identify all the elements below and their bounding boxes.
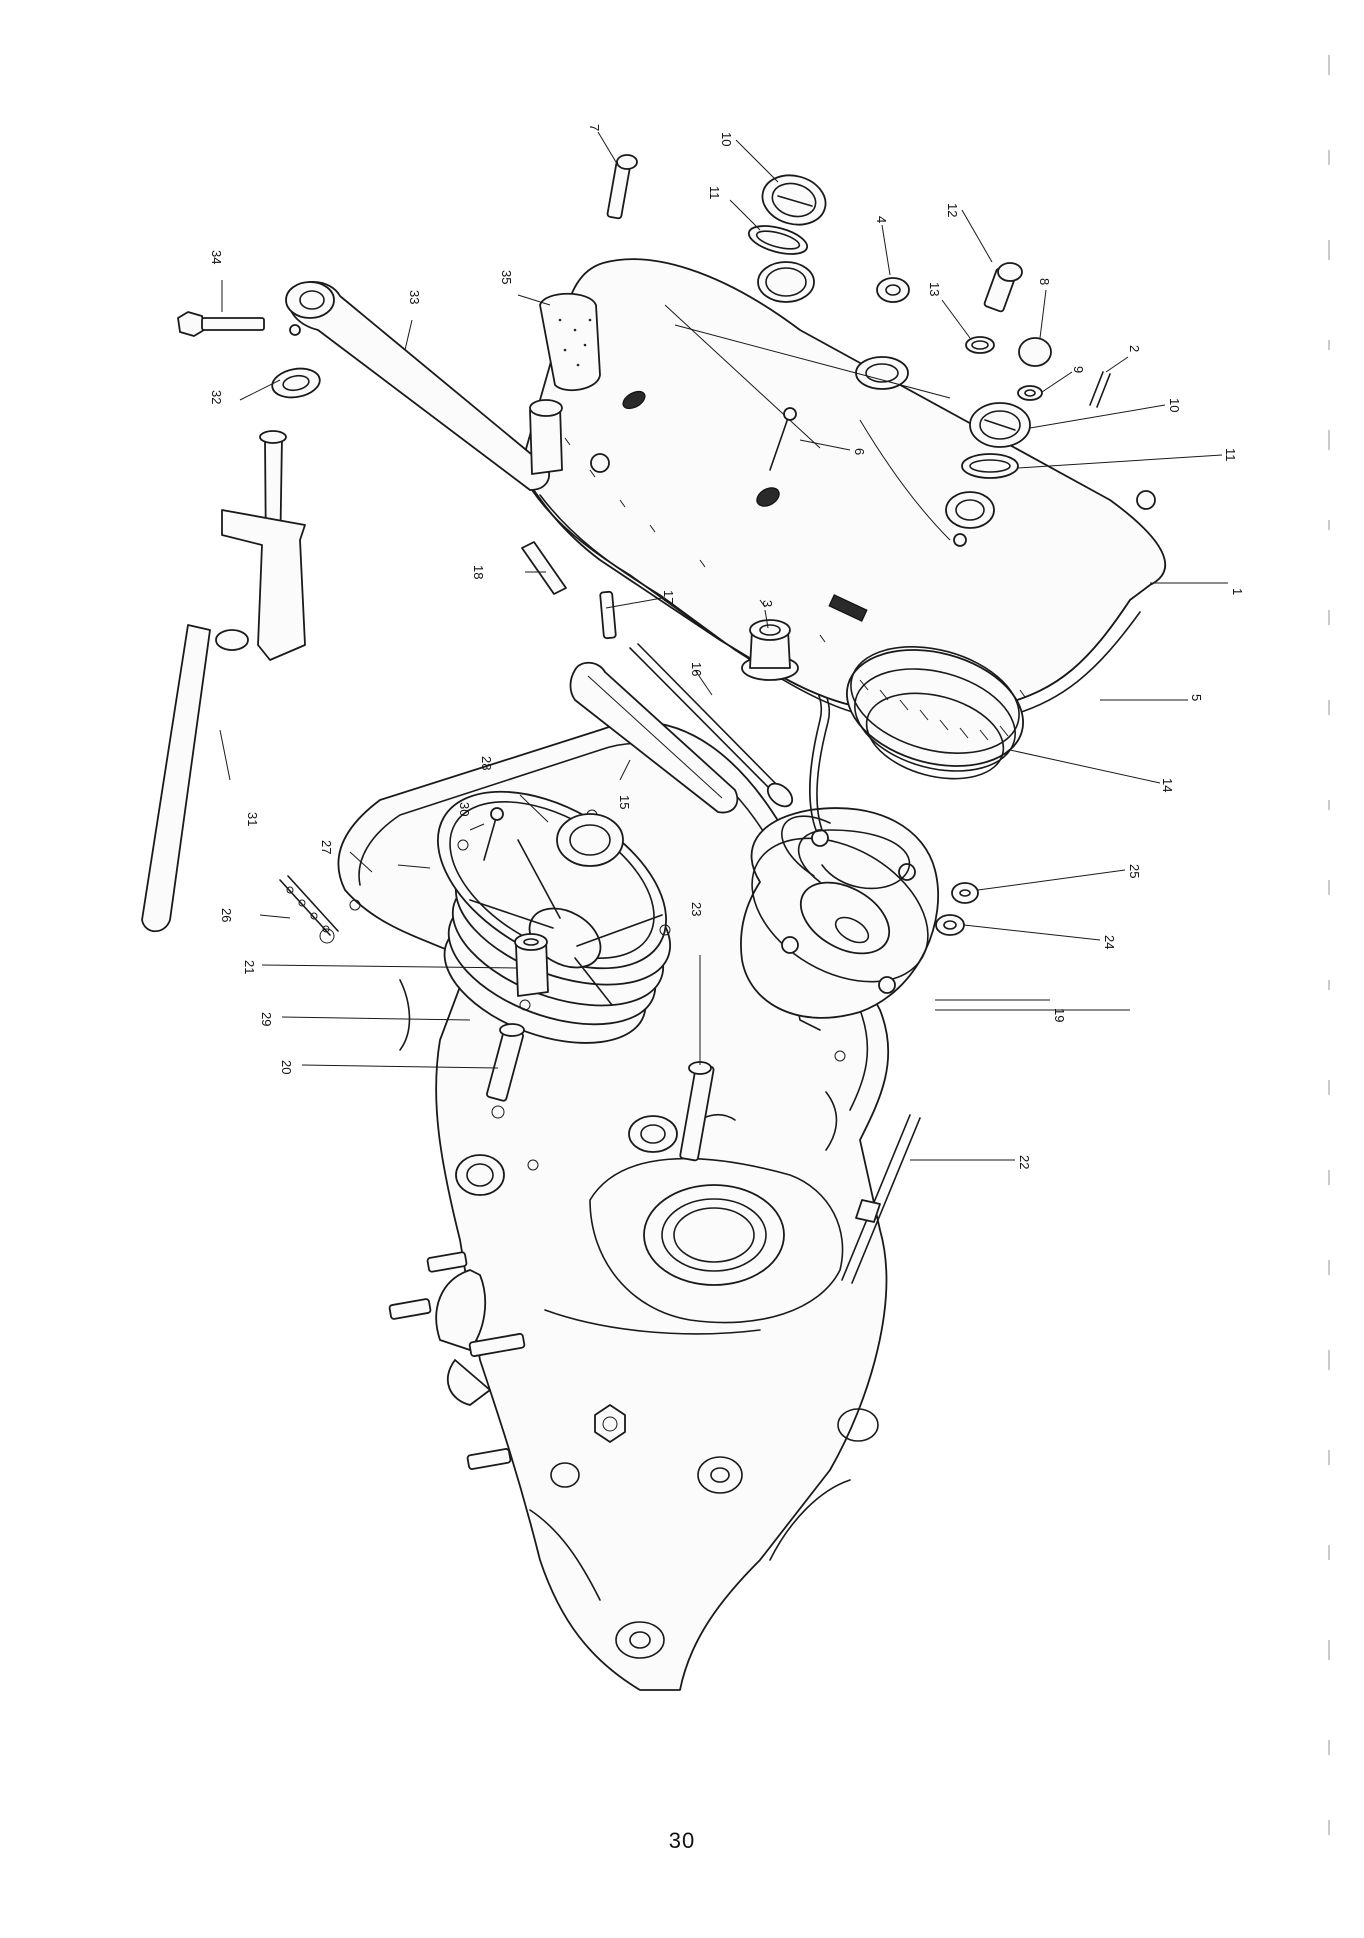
part-34-bolt <box>177 311 265 337</box>
callout-23: 23 <box>689 902 704 916</box>
part-7-screw <box>606 154 638 220</box>
callout-4: 4 <box>874 216 889 223</box>
part-32-washer <box>271 367 321 399</box>
callout-6: 6 <box>852 448 867 455</box>
part-4-nut <box>876 277 910 303</box>
callout-3: 3 <box>760 600 775 607</box>
leader-lines <box>219 131 1228 1161</box>
part-10-plug-upper <box>761 174 827 226</box>
callout-20: 20 <box>279 1060 294 1074</box>
kickstart-lever <box>285 281 601 491</box>
callout-labels: 1 2 3 4 5 6 7 8 9 10 10 11 11 12 13 14 1… <box>209 124 1245 1169</box>
clutch-sprocket-stack <box>846 646 1024 780</box>
part-12-bolt <box>983 262 1023 313</box>
part-26-chain <box>279 875 339 936</box>
part-10-plug-lower <box>969 402 1031 448</box>
callout-11-upper: 11 <box>707 186 722 200</box>
part-17-pin <box>599 590 617 640</box>
callout-8: 8 <box>1037 278 1052 285</box>
callout-7: 7 <box>587 124 602 131</box>
kickstart-shaft-and-bracket <box>141 430 306 933</box>
callout-16: 16 <box>689 662 704 676</box>
part-3-bush <box>741 619 799 681</box>
part-11-o-ring-upper <box>747 225 809 255</box>
callout-19: 19 <box>1052 1008 1067 1022</box>
callout-10-upper: 10 <box>719 132 734 146</box>
callout-27: 27 <box>319 840 334 854</box>
part-20-stud <box>486 1023 525 1102</box>
part-2-pin <box>1089 371 1111 408</box>
part-13-seal <box>965 336 995 354</box>
part-30-screw <box>483 807 504 861</box>
part-22-long-stud <box>841 1114 921 1284</box>
part-9-washer <box>1017 385 1043 401</box>
callout-32: 32 <box>209 390 224 404</box>
callout-28: 28 <box>479 756 494 770</box>
callout-29: 29 <box>259 1012 274 1026</box>
callout-9: 9 <box>1071 366 1086 373</box>
callout-26: 26 <box>219 908 234 922</box>
part-11-o-ring-lower <box>961 453 1019 479</box>
part-8-cap-nut <box>1018 337 1052 367</box>
part-23-stud <box>679 1061 715 1162</box>
callout-33: 33 <box>407 290 422 304</box>
part-16-adjuster-rod <box>629 643 794 808</box>
callout-25: 25 <box>1127 864 1142 878</box>
callout-11-lower: 11 <box>1223 448 1238 462</box>
callout-31: 31 <box>245 812 260 826</box>
callout-10-lower: 10 <box>1167 398 1182 412</box>
callout-35: 35 <box>499 270 514 284</box>
alternator-stator <box>739 671 939 1019</box>
part-15-chain-tensioner <box>569 661 739 814</box>
part-18-pin <box>521 541 567 595</box>
page-number: 30 <box>668 1828 696 1853</box>
callout-12: 12 <box>945 203 960 217</box>
callout-21: 21 <box>242 960 257 974</box>
callout-15: 15 <box>617 795 632 809</box>
callout-2: 2 <box>1127 345 1142 352</box>
callout-30: 30 <box>457 802 472 816</box>
part-24-washer <box>935 914 965 936</box>
callout-18: 18 <box>471 565 486 579</box>
part-25-nut <box>951 882 979 904</box>
callout-22: 22 <box>1017 1155 1032 1169</box>
callout-34: 34 <box>209 250 224 264</box>
callout-13: 13 <box>927 282 942 296</box>
callout-14: 14 <box>1160 778 1175 792</box>
part-28-oil-seal <box>556 813 624 867</box>
callout-5: 5 <box>1189 694 1204 701</box>
callout-24: 24 <box>1102 935 1117 949</box>
part-21-spacer <box>514 933 549 997</box>
callout-17: 17 <box>661 590 676 604</box>
callout-1: 1 <box>1230 588 1245 595</box>
primary-chaincase-cover <box>519 258 1167 723</box>
